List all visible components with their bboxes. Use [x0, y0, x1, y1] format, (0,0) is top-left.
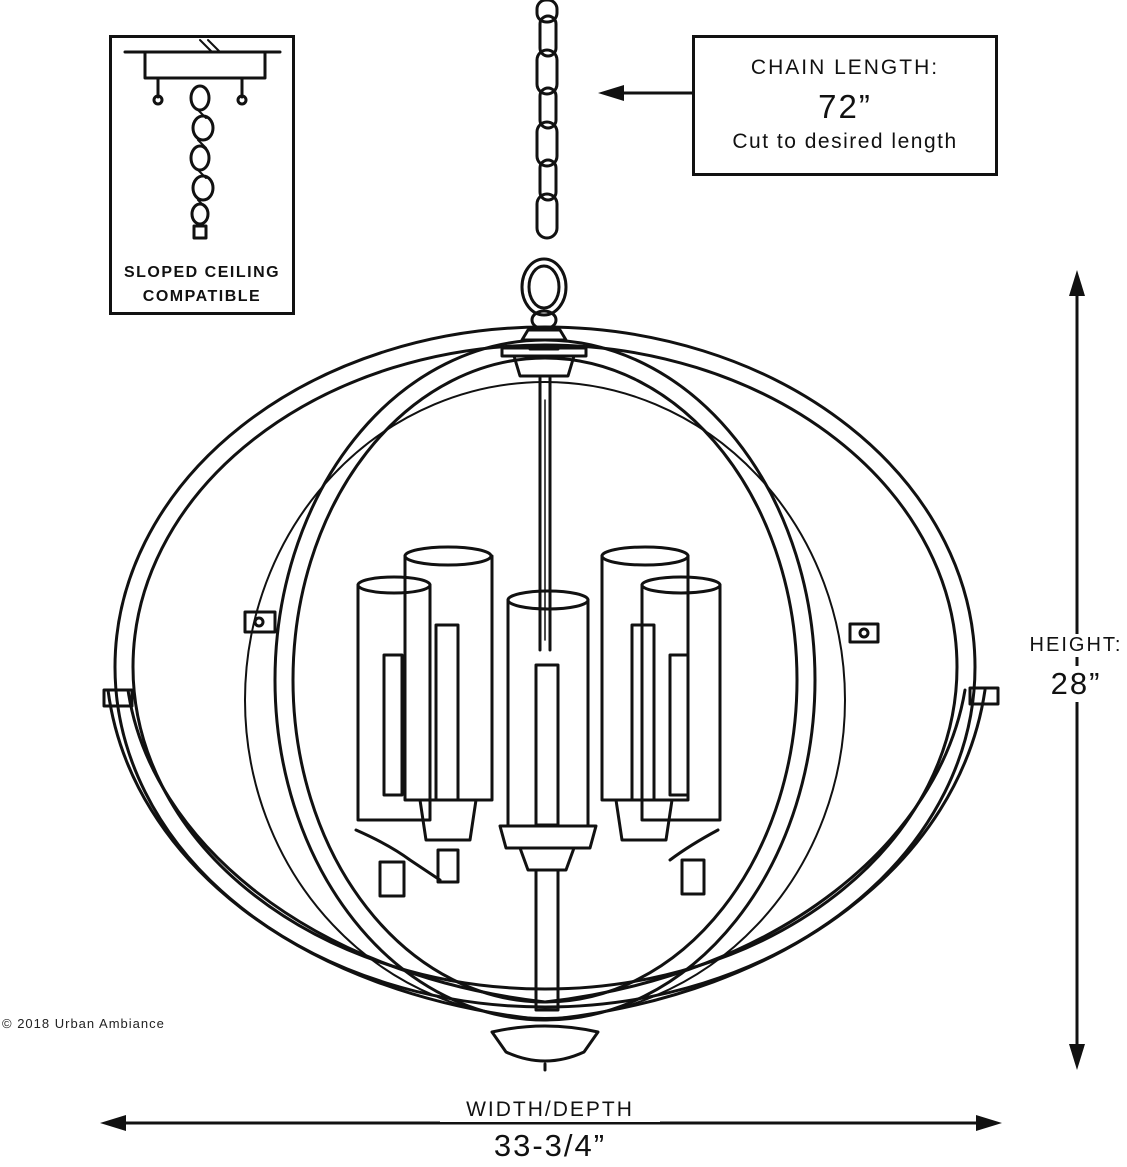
- chain-length-arrow: [598, 85, 692, 101]
- inset-canopy-drawing: [123, 39, 282, 240]
- width-depth-label: WIDTH/DEPTH: [440, 1098, 660, 1122]
- sloped-ceiling-inset: SLOPED CEILING COMPATIBLE: [109, 35, 295, 315]
- chain: [520, 0, 568, 317]
- chain-length-value: 72”: [818, 88, 872, 125]
- height-value: 28”: [1020, 666, 1127, 702]
- width-depth-value: 33-3/4”: [440, 1128, 660, 1164]
- chain-length-callout: CHAIN LENGTH: 72” Cut to desired length: [692, 35, 998, 176]
- bottom-finial: [490, 1024, 600, 1072]
- arms: [354, 828, 720, 1012]
- inset-label-line2: COMPATIBLE: [142, 288, 262, 305]
- center-rod: [538, 376, 552, 652]
- width-arrow: [100, 1115, 1002, 1131]
- outer-rings: [106, 325, 987, 1022]
- candle-lights: [356, 545, 722, 872]
- chain-length-title: CHAIN LENGTH:: [750, 56, 940, 79]
- side-brackets: [102, 610, 1000, 708]
- inset-label-line1: SLOPED CEILING: [123, 264, 281, 281]
- height-label: HEIGHT:: [1020, 634, 1127, 657]
- copyright-notice: © 2018 Urban Ambiance: [2, 1016, 165, 1031]
- inner-ring: [244, 338, 846, 1022]
- chain-length-note: Cut to desired length: [732, 130, 958, 153]
